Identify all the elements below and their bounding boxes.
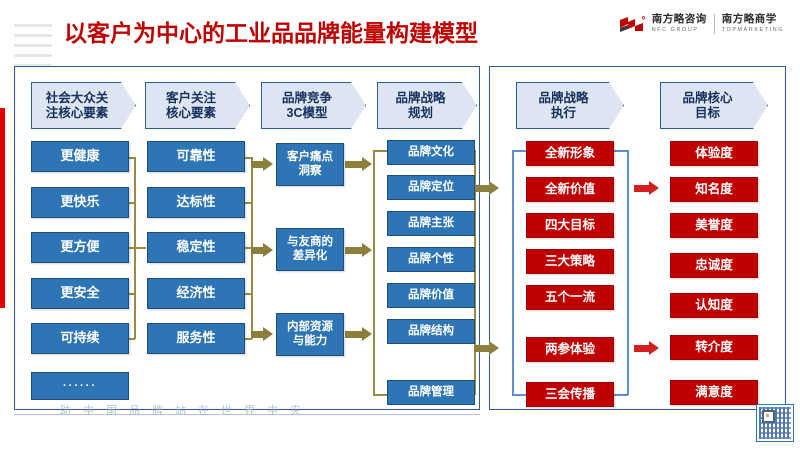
item-box[interactable]: 三会传播 bbox=[526, 382, 614, 407]
connector-col4-right-spine bbox=[474, 150, 476, 395]
item-box[interactable]: 服务性 bbox=[147, 323, 245, 354]
item-box[interactable]: 更安全 bbox=[31, 278, 129, 309]
logo-right-en: TOPMARKETING bbox=[721, 27, 784, 34]
slide-header: 以客户为中心的工业品品牌能量构建模型 南方略咨询 NFC GROUP 南方略商学… bbox=[0, 0, 800, 58]
logo-right-cn: 南方略商学 bbox=[721, 13, 777, 26]
item-box[interactable]: 四大目标 bbox=[526, 213, 614, 238]
item-box[interactable]: 体验度 bbox=[670, 141, 758, 166]
connector-col5-top bbox=[512, 150, 526, 152]
logo-left-en: NFC GROUP bbox=[651, 27, 699, 34]
left-accent-bar bbox=[0, 108, 5, 308]
chev-line: 核心要素 bbox=[165, 105, 216, 120]
item-box[interactable]: 忠诚度 bbox=[670, 253, 758, 278]
item-box[interactable]: 更方便 bbox=[31, 232, 129, 263]
column-header-brand-strategy-execution[interactable]: 品牌战略 执行 bbox=[516, 82, 624, 129]
deco-line bbox=[14, 34, 52, 37]
item-box[interactable]: 品牌管理 bbox=[387, 380, 475, 405]
chev-line: 执行 bbox=[550, 105, 576, 120]
column-header-customer-focus[interactable]: 客户关注 核心要素 bbox=[145, 82, 250, 129]
item-box[interactable]: 知名度 bbox=[670, 177, 758, 202]
item-box[interactable]: 美誉度 bbox=[670, 213, 758, 238]
watermark-text: 助中国品牌站在世界中央 bbox=[60, 405, 313, 417]
chev-line: 注核心要素 bbox=[45, 105, 109, 120]
item-box[interactable]: 更健康 bbox=[31, 141, 129, 172]
item-box[interactable]: 品牌价值 bbox=[387, 283, 475, 308]
logo-text-left: 南方略咨询 NFC GROUP bbox=[651, 13, 707, 34]
connector-col5-right-spine bbox=[627, 150, 629, 395]
chev-line: 品牌战略 bbox=[395, 90, 446, 105]
item-box[interactable]: 全新价值 bbox=[526, 177, 614, 202]
deco-line bbox=[14, 64, 52, 67]
column-header-brand-core-goals[interactable]: 品牌核心 目标 bbox=[660, 82, 768, 129]
column-header-brand-competition-3c[interactable]: 品牌竞争 3C模型 bbox=[261, 82, 366, 129]
item-box[interactable]: 转介度 bbox=[670, 335, 758, 360]
item-box[interactable]: 品牌定位 bbox=[387, 175, 475, 200]
column-header-brand-strategy-planning[interactable]: 品牌战略 规划 bbox=[377, 82, 477, 129]
item-box[interactable]: 两参体验 bbox=[526, 337, 614, 362]
chev-line: 规划 bbox=[407, 105, 433, 120]
item-box[interactable]: 三大策略 bbox=[526, 249, 614, 274]
chev-line: 3C模型 bbox=[286, 105, 328, 120]
item-box[interactable]: 品牌文化 bbox=[387, 140, 475, 165]
deco-line bbox=[14, 54, 52, 57]
item-line: 内部资源 bbox=[287, 321, 333, 334]
connector-col5-left-spine bbox=[512, 150, 514, 395]
chev-line: 目标 bbox=[694, 105, 720, 120]
connector-col4-left-spine bbox=[373, 150, 375, 395]
watermark-rule bbox=[14, 414, 480, 415]
logo-divider bbox=[713, 14, 715, 34]
qr-code-icon[interactable] bbox=[756, 404, 794, 442]
item-box[interactable]: 与友商的 差异化 bbox=[276, 228, 344, 271]
chev-line: 品牌战略 bbox=[538, 90, 589, 105]
item-line: 洞察 bbox=[298, 164, 322, 177]
item-box-placeholder[interactable]: ······ bbox=[31, 372, 129, 400]
item-box[interactable]: 稳定性 bbox=[147, 232, 245, 263]
chev-line: 社会大众关 bbox=[45, 90, 109, 105]
connector-col1-to-col2 bbox=[134, 247, 146, 249]
item-line: 与友商的 bbox=[287, 236, 333, 249]
chev-line: 品牌核心 bbox=[682, 90, 733, 105]
chev-line: 品牌竞争 bbox=[281, 90, 332, 105]
deco-line bbox=[14, 44, 52, 47]
chev-line: 客户关注 bbox=[165, 90, 216, 105]
connector-col5-bottom bbox=[512, 394, 526, 396]
nfc-logo-mark-icon bbox=[619, 16, 645, 32]
connector-col4-top bbox=[373, 150, 387, 152]
item-box[interactable]: 全新形象 bbox=[526, 141, 614, 166]
page-title: 以客户为中心的工业品品牌能量构建模型 bbox=[64, 20, 478, 46]
connector-col4-bottom bbox=[373, 394, 387, 396]
logo-left-cn: 南方略咨询 bbox=[651, 13, 707, 26]
item-line: 与能力 bbox=[292, 334, 328, 347]
item-box[interactable]: 可靠性 bbox=[147, 141, 245, 172]
item-line: 差异化 bbox=[292, 249, 328, 262]
item-box[interactable]: 客户痛点 洞察 bbox=[276, 143, 344, 186]
decorative-lines bbox=[14, 24, 52, 74]
item-box[interactable]: 可持续 bbox=[31, 323, 129, 354]
brand-logo: 南方略咨询 NFC GROUP 南方略商学 TOPMARKETING bbox=[619, 14, 784, 34]
item-box[interactable]: 品牌结构 bbox=[387, 319, 475, 344]
item-box[interactable]: 品牌个性 bbox=[387, 247, 475, 272]
item-box[interactable]: 达标性 bbox=[147, 187, 245, 218]
item-box[interactable]: 经济性 bbox=[147, 278, 245, 309]
item-box[interactable]: 五个一流 bbox=[526, 285, 614, 310]
item-box[interactable]: 满意度 bbox=[670, 380, 758, 405]
item-box[interactable]: 内部资源 与能力 bbox=[276, 313, 344, 356]
deco-line bbox=[14, 24, 52, 27]
item-box[interactable]: 认知度 bbox=[670, 293, 758, 318]
item-box[interactable]: 更快乐 bbox=[31, 187, 129, 218]
item-line: 客户痛点 bbox=[287, 151, 333, 164]
column-header-social-public-focus[interactable]: 社会大众关 注核心要素 bbox=[31, 82, 136, 129]
logo-text-right: 南方略商学 TOPMARKETING bbox=[721, 13, 784, 34]
connector-col5-top-right bbox=[614, 150, 628, 152]
connector-col5-bottom-right bbox=[614, 394, 628, 396]
item-box[interactable]: 品牌主张 bbox=[387, 211, 475, 236]
